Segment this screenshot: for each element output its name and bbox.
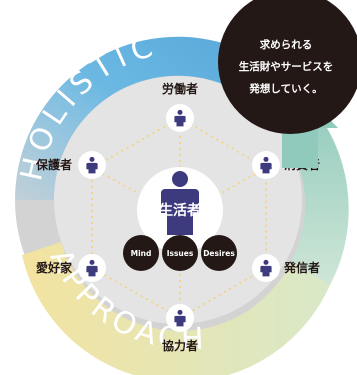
role-label-worker: 労働者: [162, 81, 198, 96]
role-label-guardian: 保護者: [35, 157, 72, 172]
role-node-cooperator: 協力者: [162, 304, 198, 353]
role-node-fan: 愛好家: [36, 254, 106, 282]
role-label-fan: 愛好家: [36, 260, 73, 275]
center-node: 生活者: [137, 167, 223, 253]
badge-desires: [201, 235, 237, 271]
spoke-right-top: [199, 167, 267, 206]
badge-issues-label: Issues: [167, 249, 194, 258]
role-node-guardian: 保護者: [35, 151, 106, 179]
callout-line-1: 求められる: [260, 38, 313, 51]
role-label-cooperator: 協力者: [162, 338, 198, 353]
role-node-worker: 労働者: [162, 81, 198, 132]
badge-issues: [162, 235, 198, 271]
center-person-icon: [161, 171, 199, 235]
role-node-sender: 発信者: [252, 254, 320, 282]
spoke-left-top: [91, 167, 161, 206]
ring-segment-blue: [14, 36, 241, 201]
callout-circle: [218, 0, 357, 134]
callout-bubble: 求められる 生活財やサービスを 発想していく。: [218, 0, 357, 134]
badge-desires-label: Desires: [203, 249, 235, 258]
callout-line-3: 発想していく。: [248, 82, 322, 95]
center-label: 生活者: [159, 202, 201, 219]
callout-line-2: 生活財やサービスを: [239, 60, 334, 73]
badge-group: Mind Issues Desires: [123, 235, 237, 271]
role-label-sender: 発信者: [283, 260, 320, 275]
ring-segment-yellow: [22, 242, 330, 375]
badge-mind-label: Mind: [131, 249, 152, 258]
badge-mind: [123, 235, 159, 271]
